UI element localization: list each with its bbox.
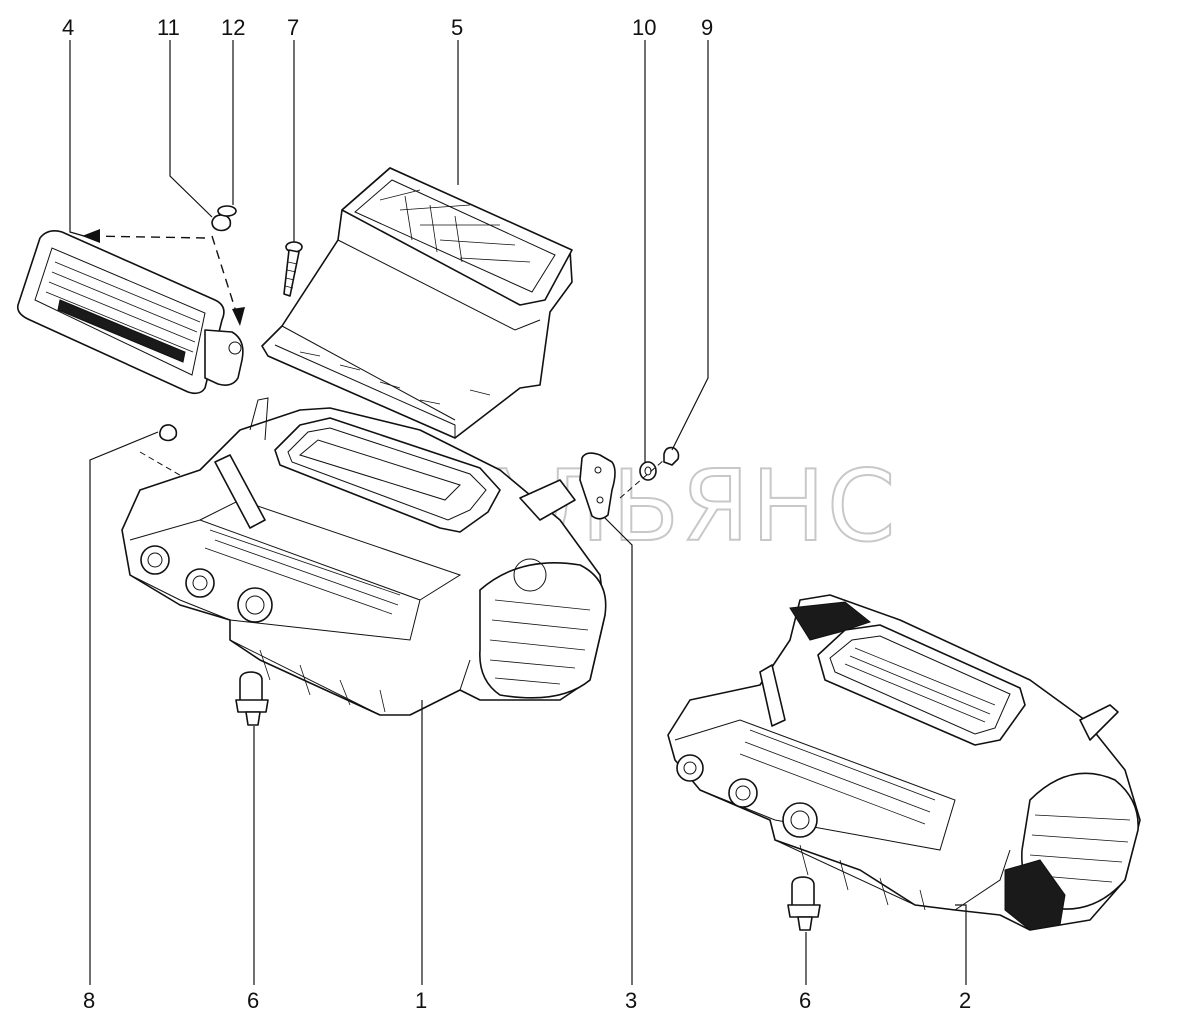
assembly-arrows — [82, 229, 245, 326]
screw-part-9 — [663, 446, 680, 466]
callout-10: 10 — [632, 15, 656, 40]
air-intake-duct-part-5 — [261, 167, 573, 439]
callout-labels: 4 11 12 7 5 10 9 8 6 1 3 6 2 — [62, 15, 971, 1013]
bracket-part-3 — [579, 452, 616, 520]
callout-2: 2 — [959, 988, 971, 1013]
heater-housing-part-1 — [121, 397, 607, 716]
callout-9: 9 — [701, 15, 713, 40]
screw-part-7 — [283, 241, 303, 297]
callout-11: 11 — [157, 15, 180, 40]
callout-12: 12 — [221, 15, 245, 40]
callout-6-left: 6 — [247, 988, 259, 1013]
washer-part-10 — [639, 461, 657, 481]
nut-part-8 — [159, 424, 178, 442]
callout-8: 8 — [83, 988, 95, 1013]
callout-6-right: 6 — [799, 988, 811, 1013]
bolt-part-6-right — [787, 876, 821, 931]
callout-1: 1 — [415, 988, 427, 1013]
clip-part-11 — [211, 214, 232, 232]
callout-5: 5 — [451, 15, 463, 40]
heater-housing-assembled-part-2 — [667, 594, 1141, 931]
callout-7: 7 — [287, 15, 299, 40]
callout-3: 3 — [625, 988, 637, 1013]
bolt-part-6-left — [235, 671, 269, 726]
washer-part-12 — [217, 205, 237, 217]
callout-4: 4 — [62, 15, 74, 40]
leader-lines — [69, 40, 967, 985]
air-vent-nozzle-part-4 — [16, 230, 244, 395]
